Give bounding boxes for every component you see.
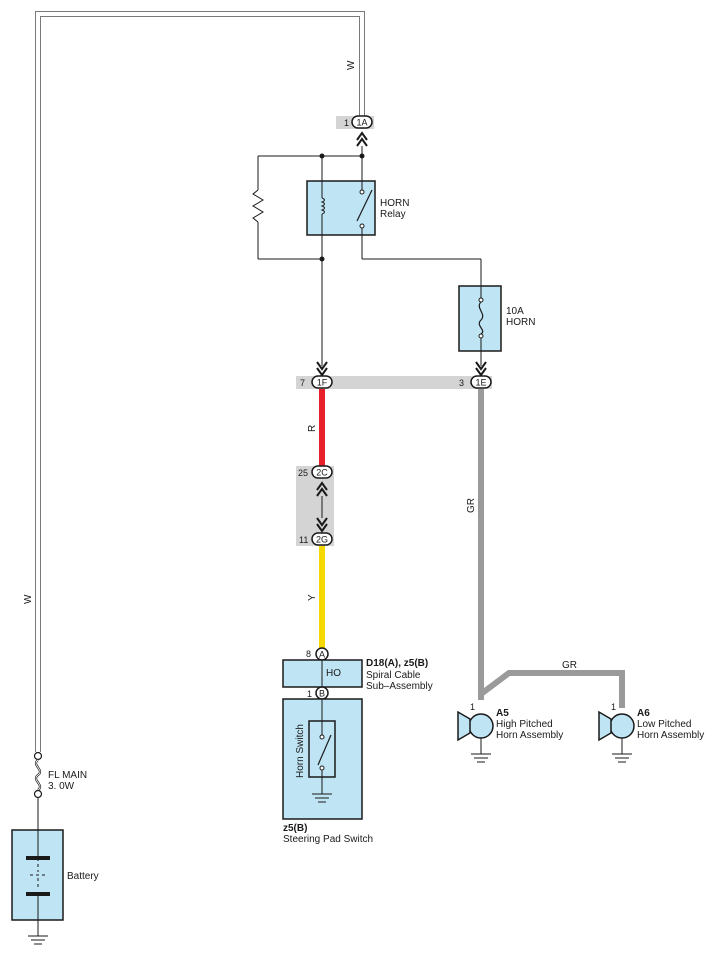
svg-text:11: 11 (299, 535, 308, 545)
svg-text:1: 1 (470, 702, 475, 712)
horn-low-label: Low Pitched (637, 719, 691, 730)
svg-text:7: 7 (300, 378, 305, 388)
svg-text:1: 1 (307, 689, 312, 699)
svg-text:A: A (319, 650, 325, 660)
junction-dot (319, 153, 325, 159)
wire-label-y: Y (307, 594, 318, 601)
svg-text:2G: 2G (316, 535, 328, 545)
svg-text:1: 1 (611, 702, 616, 712)
wire-gr (478, 389, 625, 708)
connector-1a: 1 1A (336, 115, 374, 147)
wire-label-w-left: W (23, 594, 34, 604)
horn-relay (306, 180, 376, 236)
fuse-label: HORN (506, 317, 535, 328)
spiral-cable-label: Spiral Cable (366, 670, 421, 681)
horn-relay-label: HORN (380, 198, 409, 209)
fuse-label: 10A (506, 306, 524, 317)
steering-pad-code: z5(B) (283, 823, 307, 834)
battery (11, 829, 64, 945)
high-pitched-horn: 1 (457, 702, 494, 763)
svg-text:2C: 2C (316, 468, 328, 478)
svg-text:1E: 1E (475, 378, 486, 388)
horn-high-label: Horn Assembly (496, 730, 563, 741)
fuse-10a-horn (458, 285, 502, 352)
steering-pad-label: Steering Pad Switch (283, 834, 373, 845)
fl-main-label: 3. 0W (48, 781, 75, 792)
horn-relay-label: Relay (380, 209, 406, 220)
junction-dot (359, 153, 365, 159)
wire-label-gr: GR (466, 498, 477, 513)
wire-label-w-top: W (346, 60, 357, 70)
horn-high-label: High Pitched (496, 719, 553, 730)
wire-w (35, 11, 365, 752)
svg-text:3: 3 (459, 378, 464, 388)
svg-text:1A: 1A (356, 118, 367, 128)
spiral-cable-code: D18(A), z5(B) (366, 658, 428, 669)
horn-low-label: Horn Assembly (637, 730, 704, 741)
steering-pad-switch: Horn Switch (282, 698, 363, 820)
relay-wiring (252, 146, 482, 366)
svg-text:25: 25 (298, 468, 308, 478)
battery-label: Battery (67, 871, 99, 882)
fl-main-fusible-link (33, 751, 43, 830)
horn-high-code: A5 (496, 708, 509, 719)
svg-text:8: 8 (306, 649, 311, 659)
fl-main-label: FL MAIN (48, 770, 87, 781)
connector-1f-1e: 7 1F 3 1E (296, 361, 492, 389)
connector-2c-2g: 25 2C 11 2G (296, 465, 334, 546)
horn-switch-label: Horn Switch (295, 724, 306, 778)
svg-text:1F: 1F (317, 378, 328, 388)
svg-text:HO: HO (326, 668, 341, 679)
svg-text:B: B (319, 689, 325, 699)
spiral-cable-label: Sub–Assembly (366, 681, 433, 692)
spiral-cable: 8 A HO 1 B (282, 647, 363, 700)
junction-dot (319, 256, 325, 262)
wire-label-r: R (307, 425, 318, 432)
svg-text:1: 1 (344, 118, 349, 128)
wire-label-gr-branch: GR (562, 660, 577, 671)
low-pitched-horn: 1 (598, 702, 635, 763)
horn-low-code: A6 (637, 708, 650, 719)
